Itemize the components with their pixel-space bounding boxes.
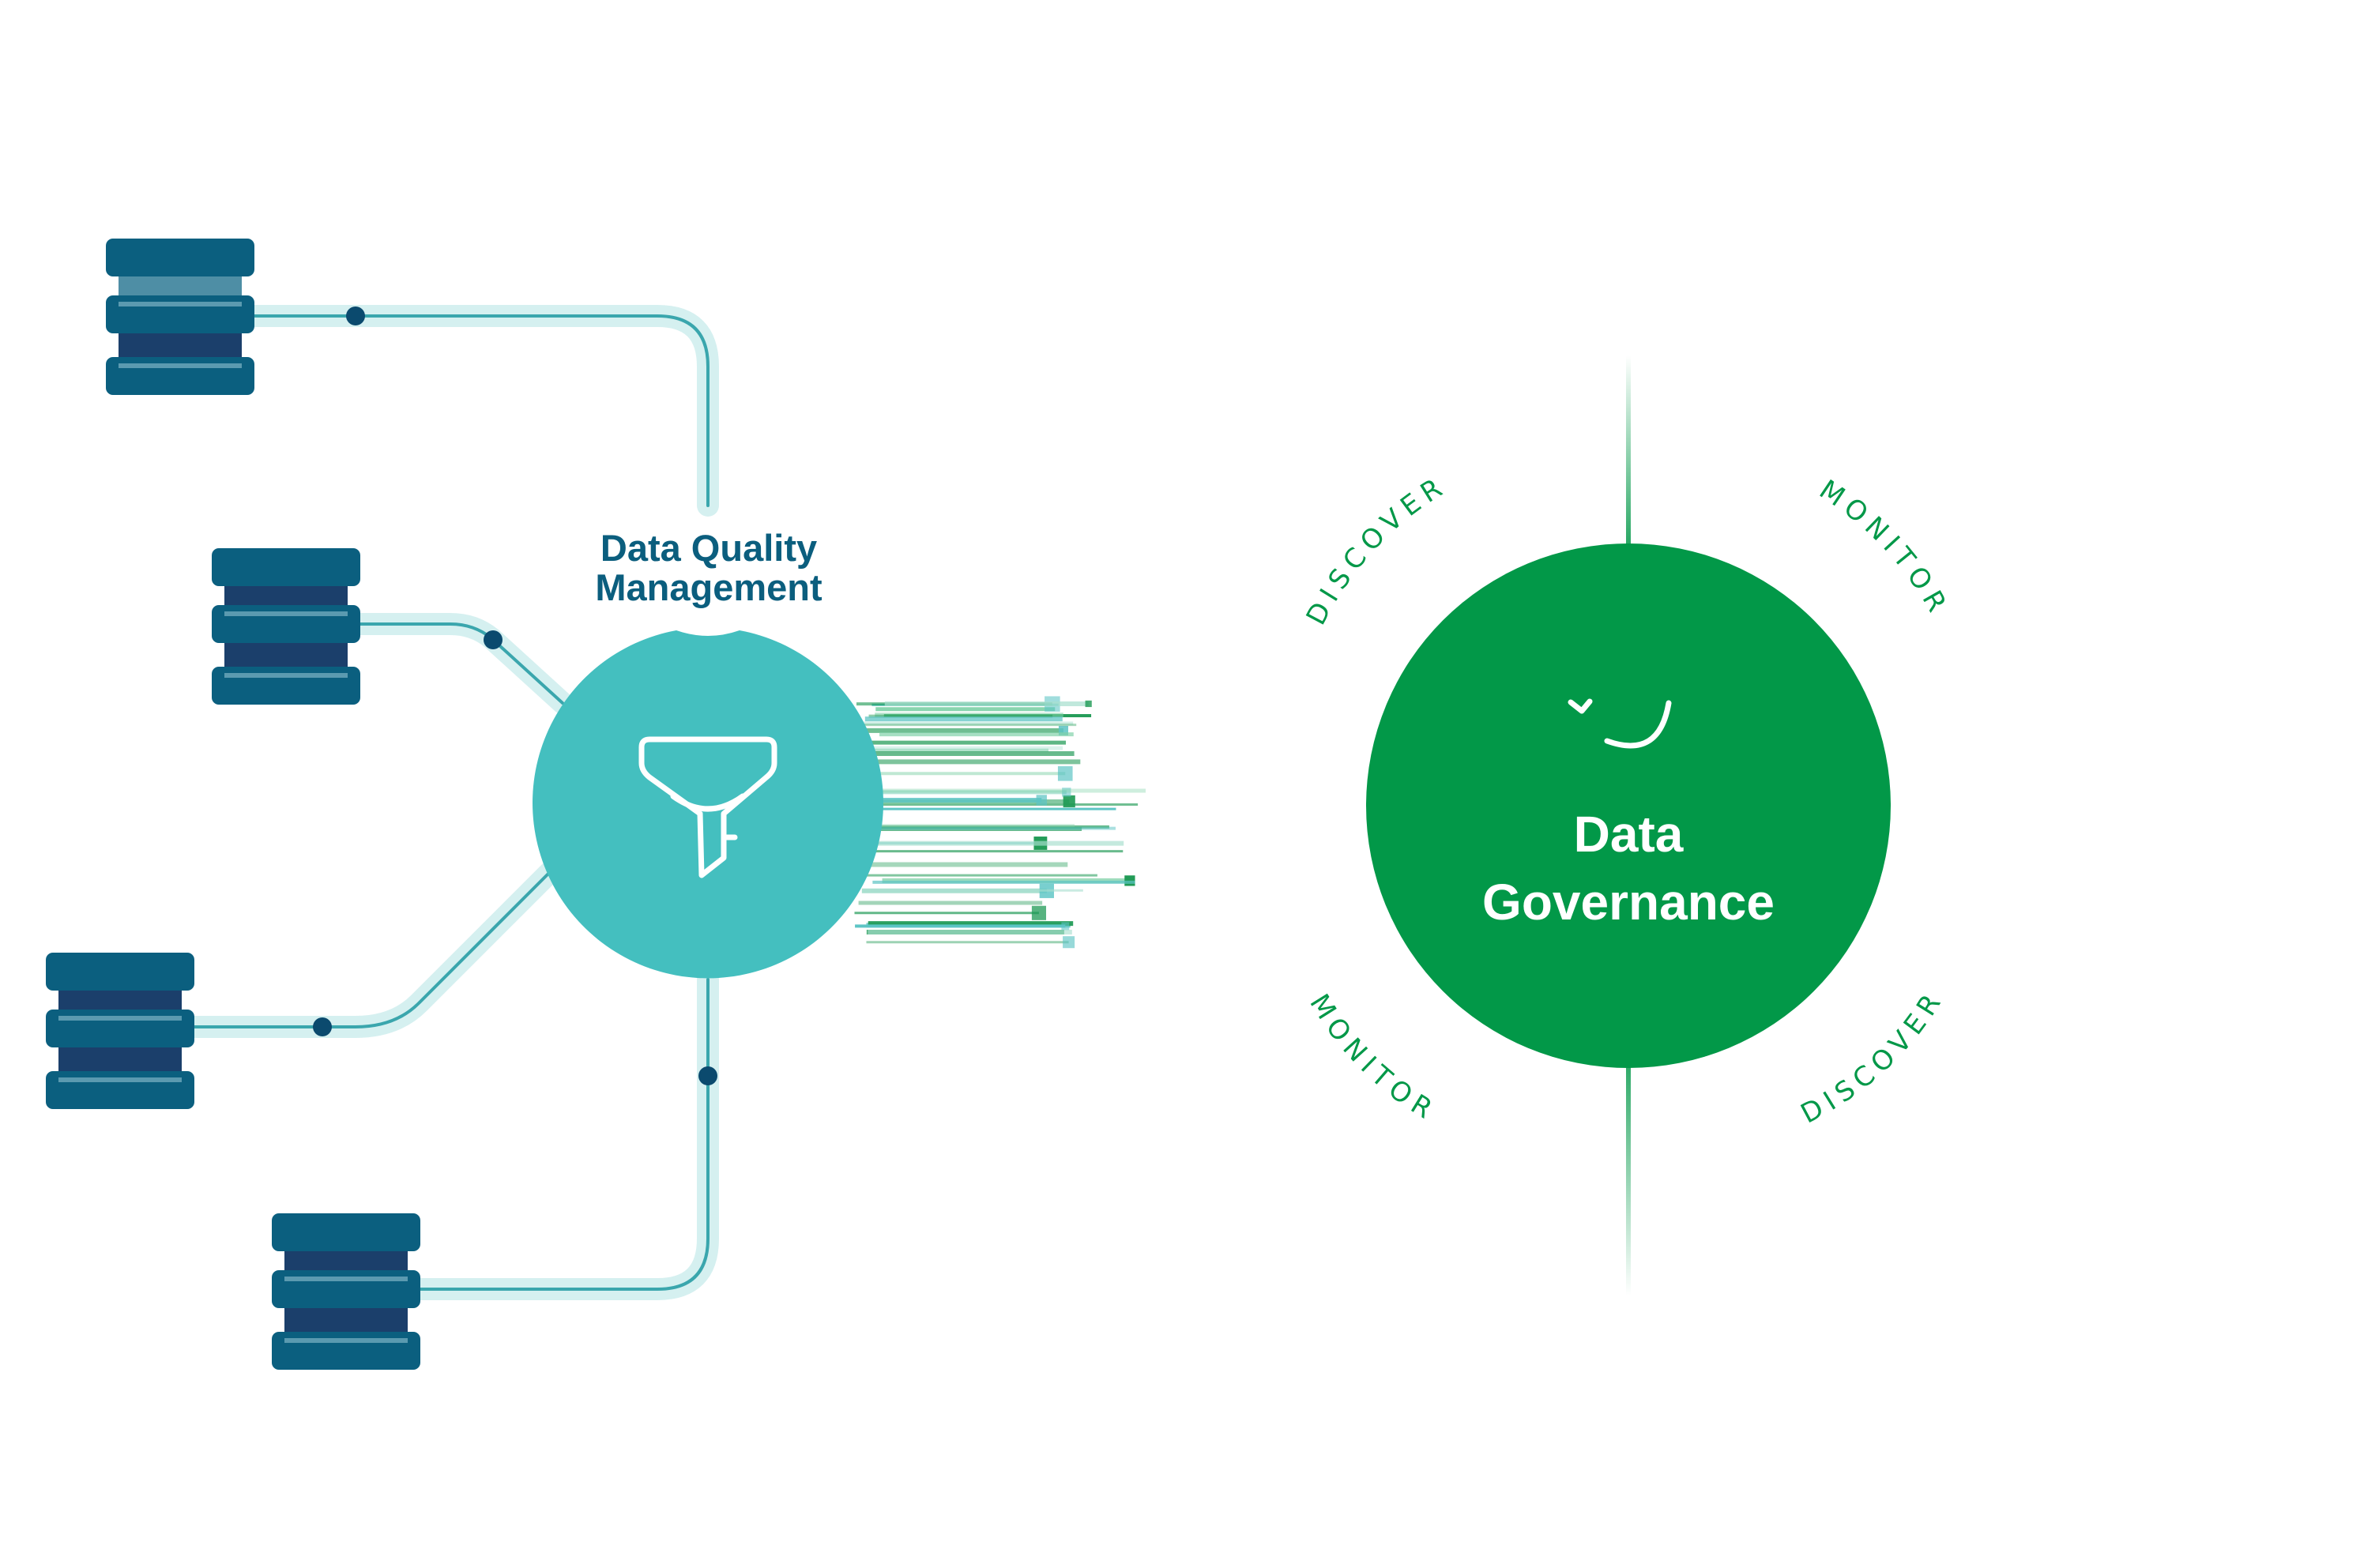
quality-filter-node: [533, 630, 883, 979]
pipe-nodes: [313, 306, 717, 1085]
governance-title-line2: Governance: [1482, 874, 1775, 931]
arc-label-monitor-top-right: MONITOR: [1813, 474, 1956, 622]
pipe-node: [484, 630, 503, 649]
governance-title-line1: Data: [1574, 806, 1684, 863]
quality-title-line1: Data Quality: [600, 527, 817, 569]
pipe-node: [313, 1017, 332, 1036]
pipe-network: [175, 305, 719, 1300]
check-smile-icon: [1568, 698, 1672, 749]
stream-packet: [1085, 700, 1092, 708]
filter-circle: [533, 630, 883, 979]
stream-packet: [1063, 936, 1075, 949]
arc-label-discover-bottom-right: DISCOVER: [1796, 983, 1951, 1130]
governance-circle: [1366, 543, 1891, 1068]
quality-title-line2: Management: [595, 566, 822, 608]
governance-axis-bottom: [1626, 1058, 1631, 1295]
data-stream: [853, 696, 1146, 949]
database-icon: [212, 548, 360, 705]
database-icon: [272, 1213, 420, 1370]
pipe-node: [698, 1066, 717, 1085]
database-icon: [106, 239, 254, 395]
stream-packet: [1063, 795, 1075, 808]
stream-packet: [1036, 795, 1047, 806]
pipe-inner: [185, 314, 710, 1291]
funnel-icon: [638, 736, 777, 878]
stream-packet: [1057, 765, 1073, 781]
arc-label-discover-top-left: DISCOVER: [1301, 469, 1453, 630]
pipe-node: [346, 306, 365, 325]
stream-packet: [1061, 922, 1070, 931]
stream-packet: [1031, 905, 1047, 920]
arc-label-monitor-bottom-left: MONITOR: [1303, 989, 1443, 1129]
stream-packet: [1062, 788, 1071, 797]
governance-axis-top: [1626, 355, 1631, 545]
database-icon: [46, 953, 194, 1109]
